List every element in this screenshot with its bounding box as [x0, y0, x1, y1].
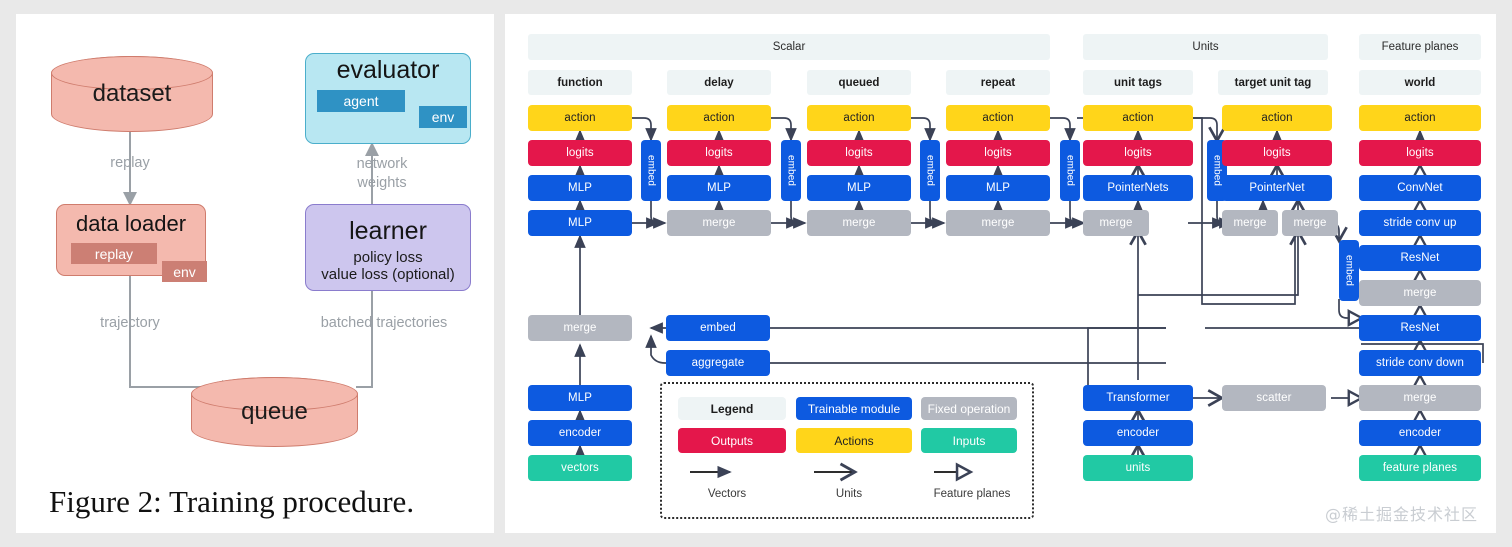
node-queued-merge: merge [807, 210, 911, 236]
dataset-cylinder: dataset [50, 56, 214, 132]
node-world-convnet: ConvNet [1359, 175, 1481, 201]
node-queued-action: action [807, 105, 911, 131]
node-delay-mlp: MLP [667, 175, 771, 201]
node-world-resnet-1: ResNet [1359, 245, 1481, 271]
group-header-scalar: Scalar [528, 34, 1050, 60]
data-loader-env-box: env [162, 261, 207, 282]
column-header-target-unit-tag: target unit tag [1218, 70, 1328, 95]
node-target-unit-tag-logits: logits [1222, 140, 1332, 166]
dataset-label: dataset [92, 80, 172, 107]
node-bridge-aggregate: aggregate [666, 350, 770, 376]
node-delay-action: action [667, 105, 771, 131]
node-scalar-encoder: encoder [528, 420, 632, 446]
node-world-feature-planes: feature planes [1359, 455, 1481, 481]
edge-label-replay: replay [110, 155, 150, 171]
node-unit-tags-logits: logits [1083, 140, 1193, 166]
node-world-stride-conv-up: stride conv up [1359, 210, 1481, 236]
column-header-delay: delay [667, 70, 771, 95]
edge-label-network: network [356, 156, 408, 172]
legend-arrow-caption-units: Units [835, 488, 863, 500]
node-repeat-action: action [946, 105, 1050, 131]
learner-box: learner policy loss value loss (optional… [305, 204, 471, 291]
node-function-mlp-1: MLP [528, 175, 632, 201]
node-world-merge-1: merge [1359, 280, 1481, 306]
node-world-action: action [1359, 105, 1481, 131]
queue-label: queue [241, 398, 308, 425]
node-unit-tags-action: action [1083, 105, 1193, 131]
watermark: @稀土掘金技术社区 [1324, 505, 1478, 524]
network-architecture-panel: Scalar Units Feature planes function del… [505, 14, 1496, 533]
node-world-merge-2: merge [1359, 385, 1481, 411]
column-header-queued: queued [807, 70, 911, 95]
learner-title: learner [349, 216, 427, 245]
data-loader-replay-box: replay [71, 243, 157, 264]
learner-policy-loss: policy loss [353, 248, 423, 266]
node-repeat-mlp: MLP [946, 175, 1050, 201]
learner-value-loss: value loss (optional) [321, 265, 455, 283]
column-header-function: function [528, 70, 632, 95]
node-world-stride-conv-down: stride conv down [1359, 350, 1481, 376]
data-loader-box: data loader replay env [56, 204, 207, 282]
legend-swatch-outputs: Outputs [678, 428, 786, 453]
node-target-unit-tag-action: action [1222, 105, 1332, 131]
legend-arrow-caption-feature-planes: Feature planes [933, 488, 1011, 500]
evaluator-title: evaluator [336, 56, 440, 84]
training-procedure-figure-panel: dataset data loader replay env queue eva… [16, 14, 494, 533]
legend-title: Legend [678, 397, 786, 420]
edge-label-trajectory: trajectory [100, 315, 160, 331]
node-delay-logits: logits [667, 140, 771, 166]
legend-swatch-trainable-module: Trainable module [796, 397, 912, 420]
node-repeat-merge: merge [946, 210, 1050, 236]
node-embed-1: embed [641, 140, 661, 201]
group-header-units: Units [1083, 34, 1328, 60]
node-target-unit-tag-merge-1: merge [1222, 210, 1278, 236]
node-function-logits: logits [528, 140, 632, 166]
edge-label-weights: weights [357, 175, 407, 191]
legend-swatch-actions: Actions [796, 428, 912, 453]
node-queued-mlp: MLP [807, 175, 911, 201]
node-delay-merge: merge [667, 210, 771, 236]
legend-swatch-inputs: Inputs [921, 428, 1017, 453]
node-units-encoder: encoder [1083, 420, 1193, 446]
node-world-encoder: encoder [1359, 420, 1481, 446]
evaluator-env-box: env [419, 106, 467, 128]
queue-cylinder: queue [190, 377, 359, 447]
column-header-repeat: repeat [946, 70, 1050, 95]
data-loader-title: data loader [75, 211, 187, 236]
node-world-logits: logits [1359, 140, 1481, 166]
node-scalar-mlp: MLP [528, 385, 632, 411]
node-scalar-vectors: vectors [528, 455, 632, 481]
node-repeat-logits: logits [946, 140, 1050, 166]
node-bridge-scatter: scatter [1222, 385, 1326, 411]
node-world-resnet-2: ResNet [1359, 315, 1481, 341]
node-embed-3: embed [920, 140, 940, 201]
node-unit-tags-pointernets: PointerNets [1083, 175, 1193, 201]
node-function-action: action [528, 105, 632, 131]
column-header-unit-tags: unit tags [1083, 70, 1193, 95]
legend-panel: Legend Trainable module Fixed operation … [660, 382, 1034, 519]
node-embed-2: embed [781, 140, 801, 201]
evaluator-agent-box: agent [317, 90, 405, 112]
node-units-units: units [1083, 455, 1193, 481]
evaluator-box: evaluator agent env [305, 53, 471, 144]
legend-swatch-fixed-operation: Fixed operation [921, 397, 1017, 420]
edge-label-batched-trajectories: batched trajectories [320, 315, 448, 331]
node-bridge-embed: embed [666, 315, 770, 341]
node-target-unit-tag-pointernet: PointerNet [1222, 175, 1332, 201]
node-scalar-merge: merge [528, 315, 632, 341]
node-queued-logits: logits [807, 140, 911, 166]
node-unit-tags-merge: merge [1083, 210, 1149, 236]
node-embed-4: embed [1060, 140, 1080, 201]
node-function-mlp-2: MLP [528, 210, 632, 236]
node-units-transformer: Transformer [1083, 385, 1193, 411]
column-header-world: world [1359, 70, 1481, 95]
figure-caption: Figure 2: Training procedure. [49, 484, 415, 519]
group-header-feature-planes: Feature planes [1359, 34, 1481, 60]
node-target-unit-tag-merge-2: merge [1282, 210, 1338, 236]
legend-arrow-caption-vectors: Vectors [707, 488, 747, 500]
node-embed-6: embed [1339, 240, 1359, 301]
